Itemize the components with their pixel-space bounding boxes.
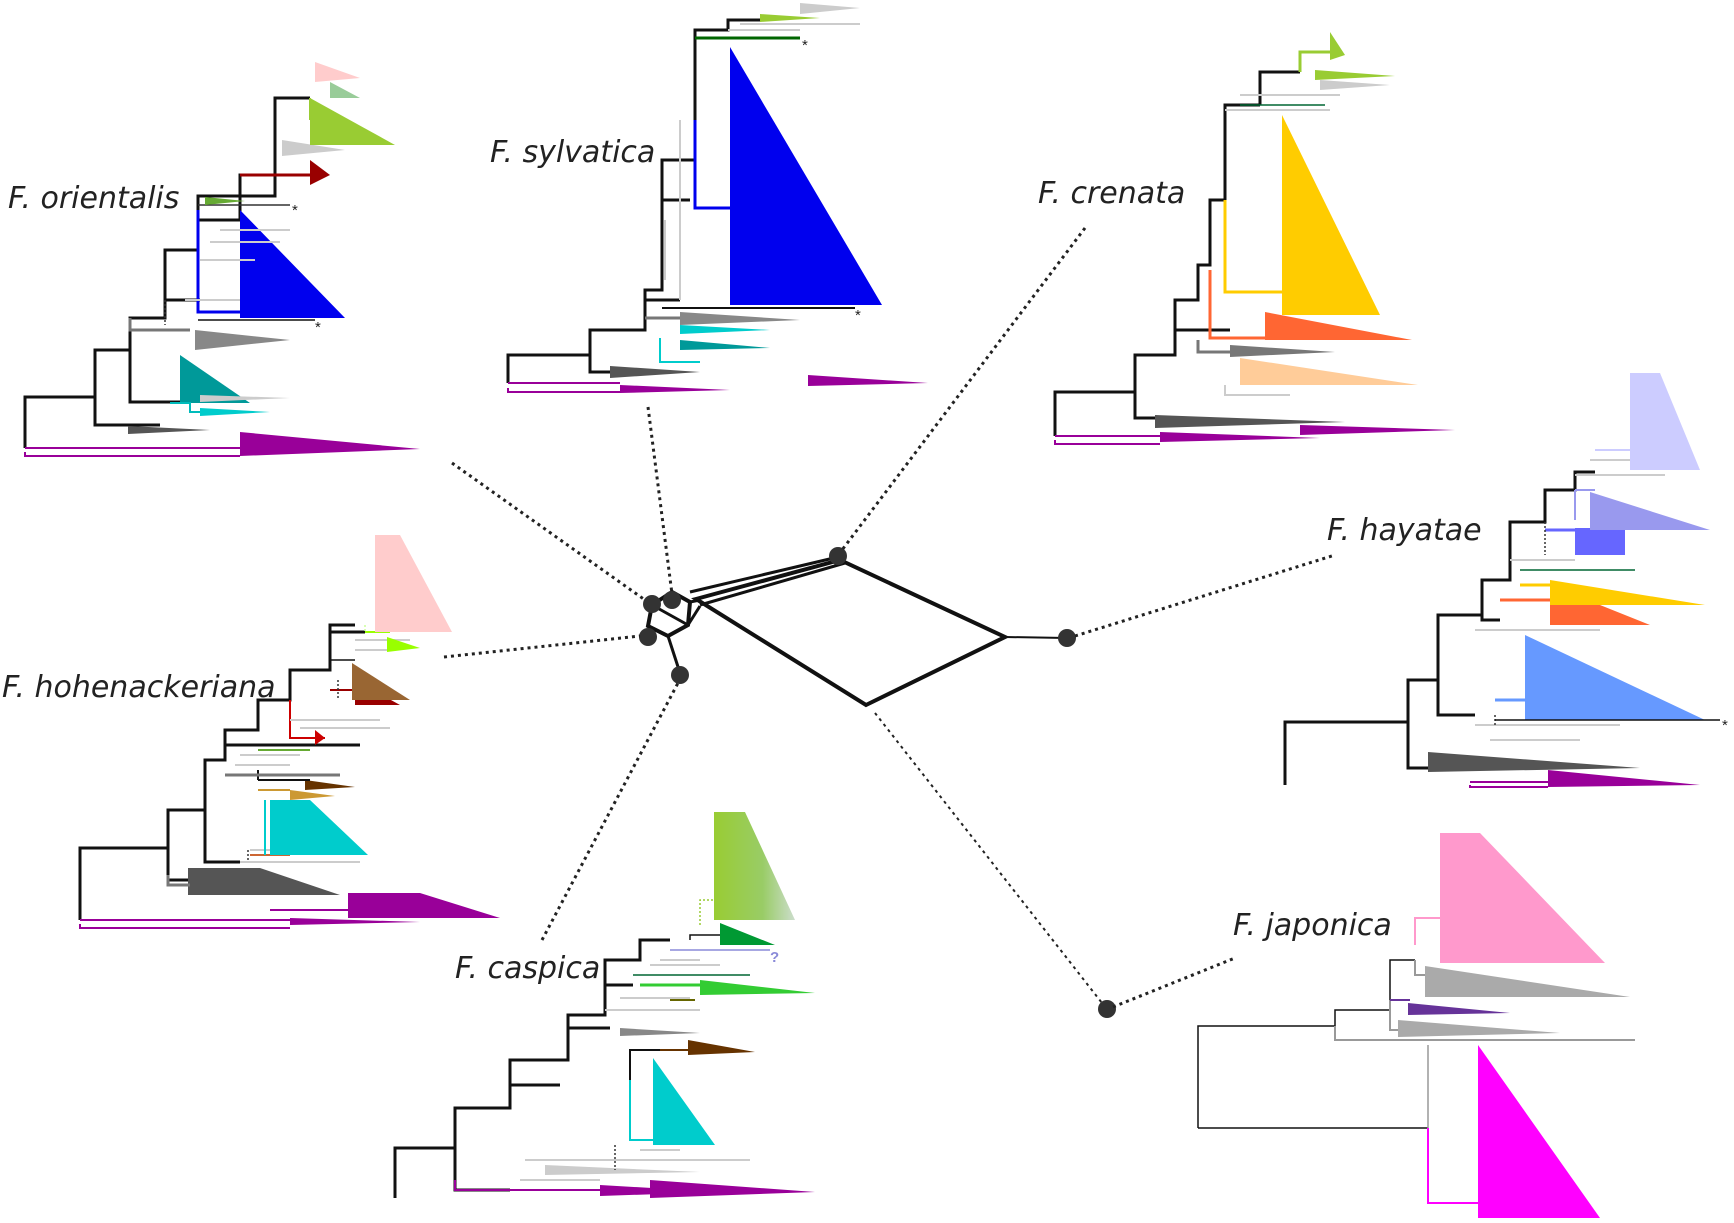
- asterisk-sylvatica-2: *: [802, 37, 808, 54]
- label-crenata: F. crenata: [1038, 176, 1185, 211]
- node-sylvatica: [663, 591, 681, 609]
- node-caspica: [671, 666, 689, 684]
- node-hohenackeriana: [639, 628, 657, 646]
- node-japonica: [1098, 1000, 1116, 1018]
- node-crenata: [829, 547, 847, 565]
- central-network: [443, 227, 1336, 1018]
- asterisk-orientalis-1: *: [315, 319, 321, 336]
- label-orientalis: F. orientalis: [8, 181, 179, 216]
- asterisk-hayatae: *: [1722, 717, 1728, 734]
- tree-hayatae: *: [1283, 373, 1728, 788]
- label-caspica: F. caspica: [455, 951, 600, 986]
- tree-crenata: [1053, 32, 1455, 445]
- question-mark-caspica: ?: [770, 949, 779, 966]
- tree-orientalis: * *: [23, 62, 420, 457]
- asterisk-sylvatica-1: *: [855, 307, 861, 324]
- label-sylvatica: F. sylvatica: [490, 135, 655, 170]
- tree-sylvatica: * *: [506, 3, 928, 393]
- label-japonica: F. japonica: [1233, 908, 1392, 943]
- tree-caspica: ?: [393, 812, 815, 1198]
- asterisk-orientalis-2: *: [292, 202, 298, 219]
- network-nodes: [639, 547, 1116, 1018]
- network-edges: [645, 555, 1068, 708]
- tree-hohenackeriana: [78, 535, 500, 929]
- node-hayatae: [1058, 629, 1076, 647]
- node-orientalis: [643, 595, 661, 613]
- connector-lines: [443, 227, 1336, 1009]
- label-hayatae: F. hayatae: [1327, 513, 1482, 548]
- tree-japonica: [1197, 833, 1635, 1218]
- label-hohenackeriana: F. hohenackeriana: [2, 670, 275, 705]
- species-labels: F. orientalis F. sylvatica F. crenata F.…: [2, 135, 1482, 986]
